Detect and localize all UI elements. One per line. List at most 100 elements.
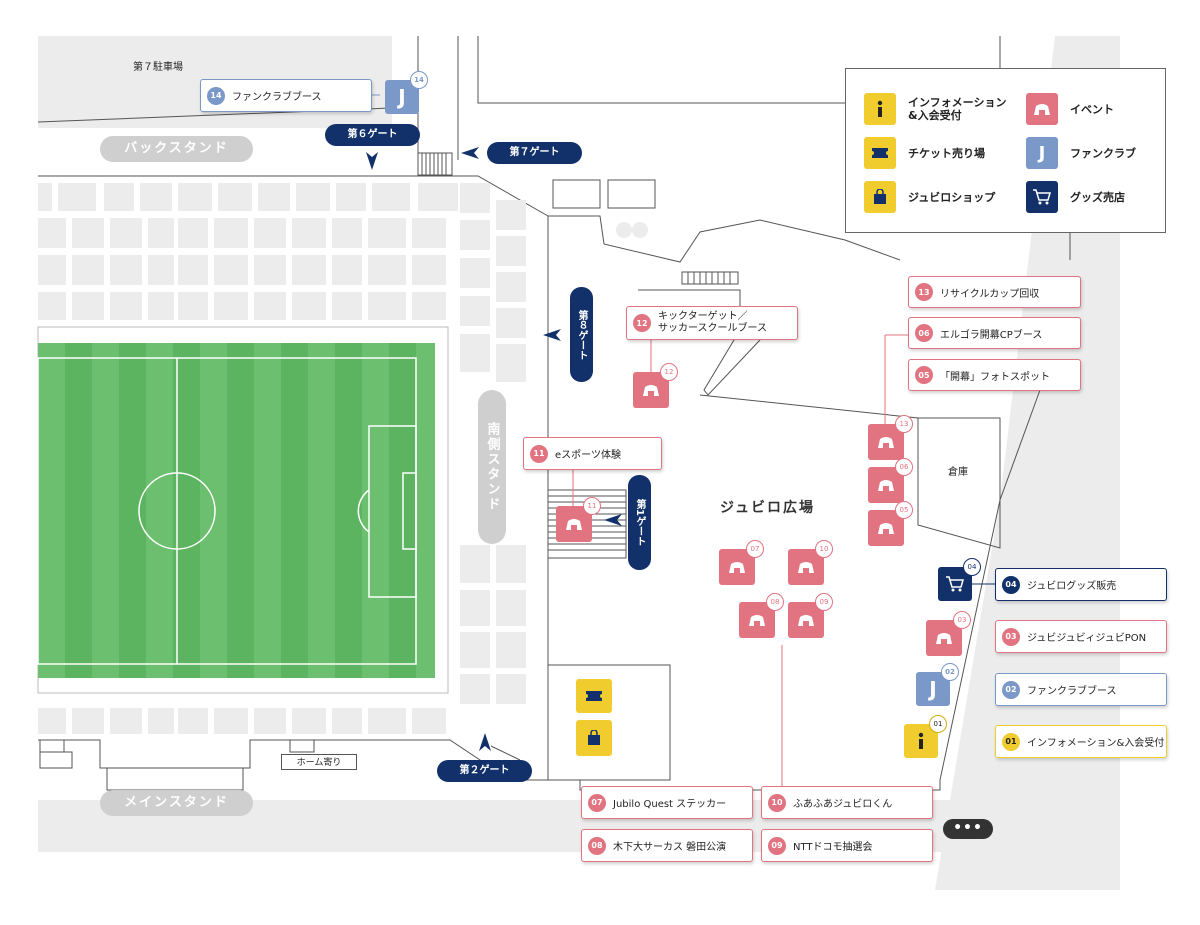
event-marker-10[interactable]: 10 — [788, 540, 833, 585]
event-marker-12[interactable]: 12 — [633, 363, 678, 408]
callout-number: 03 — [1002, 627, 1020, 646]
j-icon: J — [929, 677, 937, 701]
event-tent-icon — [878, 437, 894, 448]
marker-badge: 06 — [895, 458, 913, 476]
callout-14[interactable]: 14 ファンクラブブース — [200, 79, 372, 112]
callout-06[interactable]: 06 エルゴラ開幕CPブース — [908, 317, 1081, 349]
legend-fanclub: J ファンクラブ — [1026, 137, 1136, 169]
legend-ticket-label: チケット売り場 — [908, 147, 985, 160]
event-marker-09[interactable]: 09 — [788, 593, 833, 638]
marker-badge: 12 — [660, 363, 678, 381]
event-marker-07[interactable]: 07 — [719, 540, 764, 585]
callout-12[interactable]: 12 キックターゲット／ サッカースクールブース — [626, 306, 798, 340]
callout-number: 11 — [530, 444, 548, 463]
callout-number: 08 — [588, 836, 606, 855]
gate-1[interactable]: 第1ゲート — [628, 475, 651, 570]
fanclub-marker-02[interactable]: J 02 — [916, 663, 959, 706]
marker-badge: 05 — [895, 501, 913, 519]
marker-badge: 11 — [583, 497, 601, 515]
cart-icon — [1026, 181, 1058, 213]
cart-icon — [946, 576, 964, 592]
callout-11[interactable]: 11 eスポーツ体験 — [523, 437, 662, 470]
callout-label: 「開幕」フォトスポット — [940, 371, 1050, 383]
event-tent-icon — [798, 615, 814, 626]
callout-label: ファンクラブブース — [1027, 686, 1117, 697]
callout-number: 13 — [915, 283, 933, 301]
info-marker-01[interactable]: 01 — [904, 715, 947, 758]
gate-7[interactable]: 第７ゲート — [487, 142, 582, 164]
callout-02[interactable]: 02 ファンクラブブース — [995, 673, 1167, 706]
marker-badge: 04 — [963, 558, 981, 576]
callout-number: 12 — [633, 314, 651, 332]
marker-badge: 02 — [941, 663, 959, 681]
callout-number: 09 — [768, 836, 786, 855]
shop-bag-icon — [864, 181, 896, 213]
ticket-booth-marker[interactable] — [576, 679, 612, 713]
legend-ticket: チケット売り場 — [864, 137, 985, 169]
south-stand-label: 南側スタンド — [478, 390, 506, 544]
legend-goods-label: グッズ売店 — [1070, 191, 1125, 204]
legend-goods: グッズ売店 — [1026, 181, 1125, 213]
callout-number: 06 — [915, 324, 933, 342]
event-marker-08[interactable]: 08 — [739, 593, 784, 638]
marker-badge: 01 — [929, 715, 947, 733]
back-stand-label: バックスタンド — [100, 136, 253, 162]
home-side-label: ホーム寄り — [281, 754, 357, 770]
callout-label: エルゴラ開幕CPブース — [940, 329, 1043, 341]
callout-number: 07 — [588, 793, 606, 812]
event-marker-11[interactable]: 11 — [556, 497, 601, 542]
gate-8[interactable]: 第８ゲート — [570, 287, 593, 382]
marker-badge: 07 — [746, 540, 764, 558]
j-icon: J — [398, 85, 406, 109]
callout-09[interactable]: 09 NTTドコモ抽選会 — [761, 829, 933, 862]
callout-label: ファンクラブブース — [232, 92, 322, 103]
information-icon — [918, 732, 924, 749]
legend-shop-label: ジュビロショップ — [908, 191, 996, 204]
gate-2[interactable]: 第２ゲート — [437, 760, 532, 782]
callout-13[interactable]: 13 リサイクルカップ回収 — [908, 276, 1081, 308]
marker-badge: 08 — [766, 593, 784, 611]
goods-marker-04[interactable]: 04 — [938, 558, 981, 601]
parking-label: 第７駐車場 — [133, 62, 183, 73]
callout-label: 木下大サーカス 磐田公演 — [613, 842, 727, 853]
shop-marker[interactable] — [576, 720, 612, 756]
event-tent-icon — [749, 615, 765, 626]
marker-badge: 13 — [895, 415, 913, 433]
callout-number: 01 — [1002, 732, 1020, 751]
fanclub-marker-14[interactable]: J 14 — [385, 71, 428, 114]
callout-07[interactable]: 07 Jubilo Quest ステッカー — [581, 786, 753, 819]
event-tent-icon — [1026, 93, 1058, 125]
callout-03[interactable]: 03 ジュビジュビィジュビPON — [995, 620, 1167, 653]
callout-label: eスポーツ体験 — [555, 450, 621, 461]
callout-04[interactable]: 04 ジュビログッズ販売 — [995, 568, 1167, 601]
plaza-label: ジュビロ広場 — [720, 500, 816, 516]
information-icon — [864, 93, 896, 125]
event-marker-13[interactable]: 13 — [868, 415, 913, 460]
event-tent-icon — [878, 480, 894, 491]
callout-label: NTTドコモ抽選会 — [793, 842, 873, 853]
legend-event-label: イベント — [1070, 103, 1114, 116]
callout-number: 05 — [915, 366, 933, 384]
callout-01[interactable]: 01 インフォメーション&入会受付 — [995, 725, 1167, 758]
callout-05[interactable]: 05 「開幕」フォトスポット — [908, 359, 1081, 391]
event-marker-03[interactable]: 03 — [926, 611, 971, 656]
event-marker-05[interactable]: 05 — [868, 501, 913, 546]
event-tent-icon — [643, 385, 659, 396]
event-tent-icon — [936, 633, 952, 644]
event-marker-06[interactable]: 06 — [868, 458, 913, 503]
shop-bag-icon — [588, 730, 600, 745]
callout-label: Jubilo Quest ステッカー — [613, 799, 727, 810]
callout-label: リサイクルカップ回収 — [940, 288, 1040, 300]
gate-6[interactable]: 第６ゲート — [325, 124, 420, 146]
callout-label: ジュビジュビィジュビPON — [1027, 633, 1147, 644]
ticket-icon — [586, 691, 602, 701]
callout-number: 10 — [768, 793, 786, 812]
event-tent-icon — [566, 519, 582, 530]
marker-badge: 09 — [815, 593, 833, 611]
callout-08[interactable]: 08 木下大サーカス 磐田公演 — [581, 829, 753, 862]
ticket-icon — [864, 137, 896, 169]
callout-10[interactable]: 10 ふあふあジュビロくん — [761, 786, 933, 819]
callout-label: ふあふあジュビロくん — [793, 799, 893, 810]
more-button[interactable]: ••• — [943, 819, 993, 839]
